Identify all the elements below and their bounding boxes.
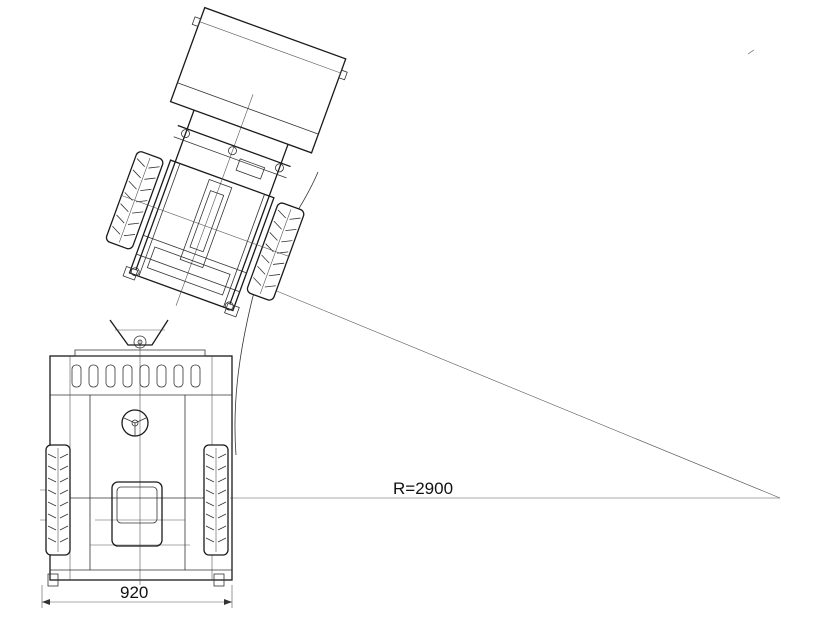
articulation-joint bbox=[109, 319, 169, 349]
front-section bbox=[104, 6, 348, 318]
steering-wheel-icon bbox=[121, 409, 149, 437]
track-width-dimension bbox=[41, 585, 233, 608]
rear-left-tire bbox=[45, 444, 71, 556]
turning-radius-label: R=2900 bbox=[393, 479, 453, 498]
rear-grille bbox=[71, 364, 201, 388]
radius-line-upper bbox=[261, 284, 781, 499]
scan-mark bbox=[747, 49, 755, 55]
operator-seat bbox=[111, 481, 163, 547]
track-width-label: 920 bbox=[120, 583, 148, 602]
rear-right-tire bbox=[203, 444, 229, 556]
